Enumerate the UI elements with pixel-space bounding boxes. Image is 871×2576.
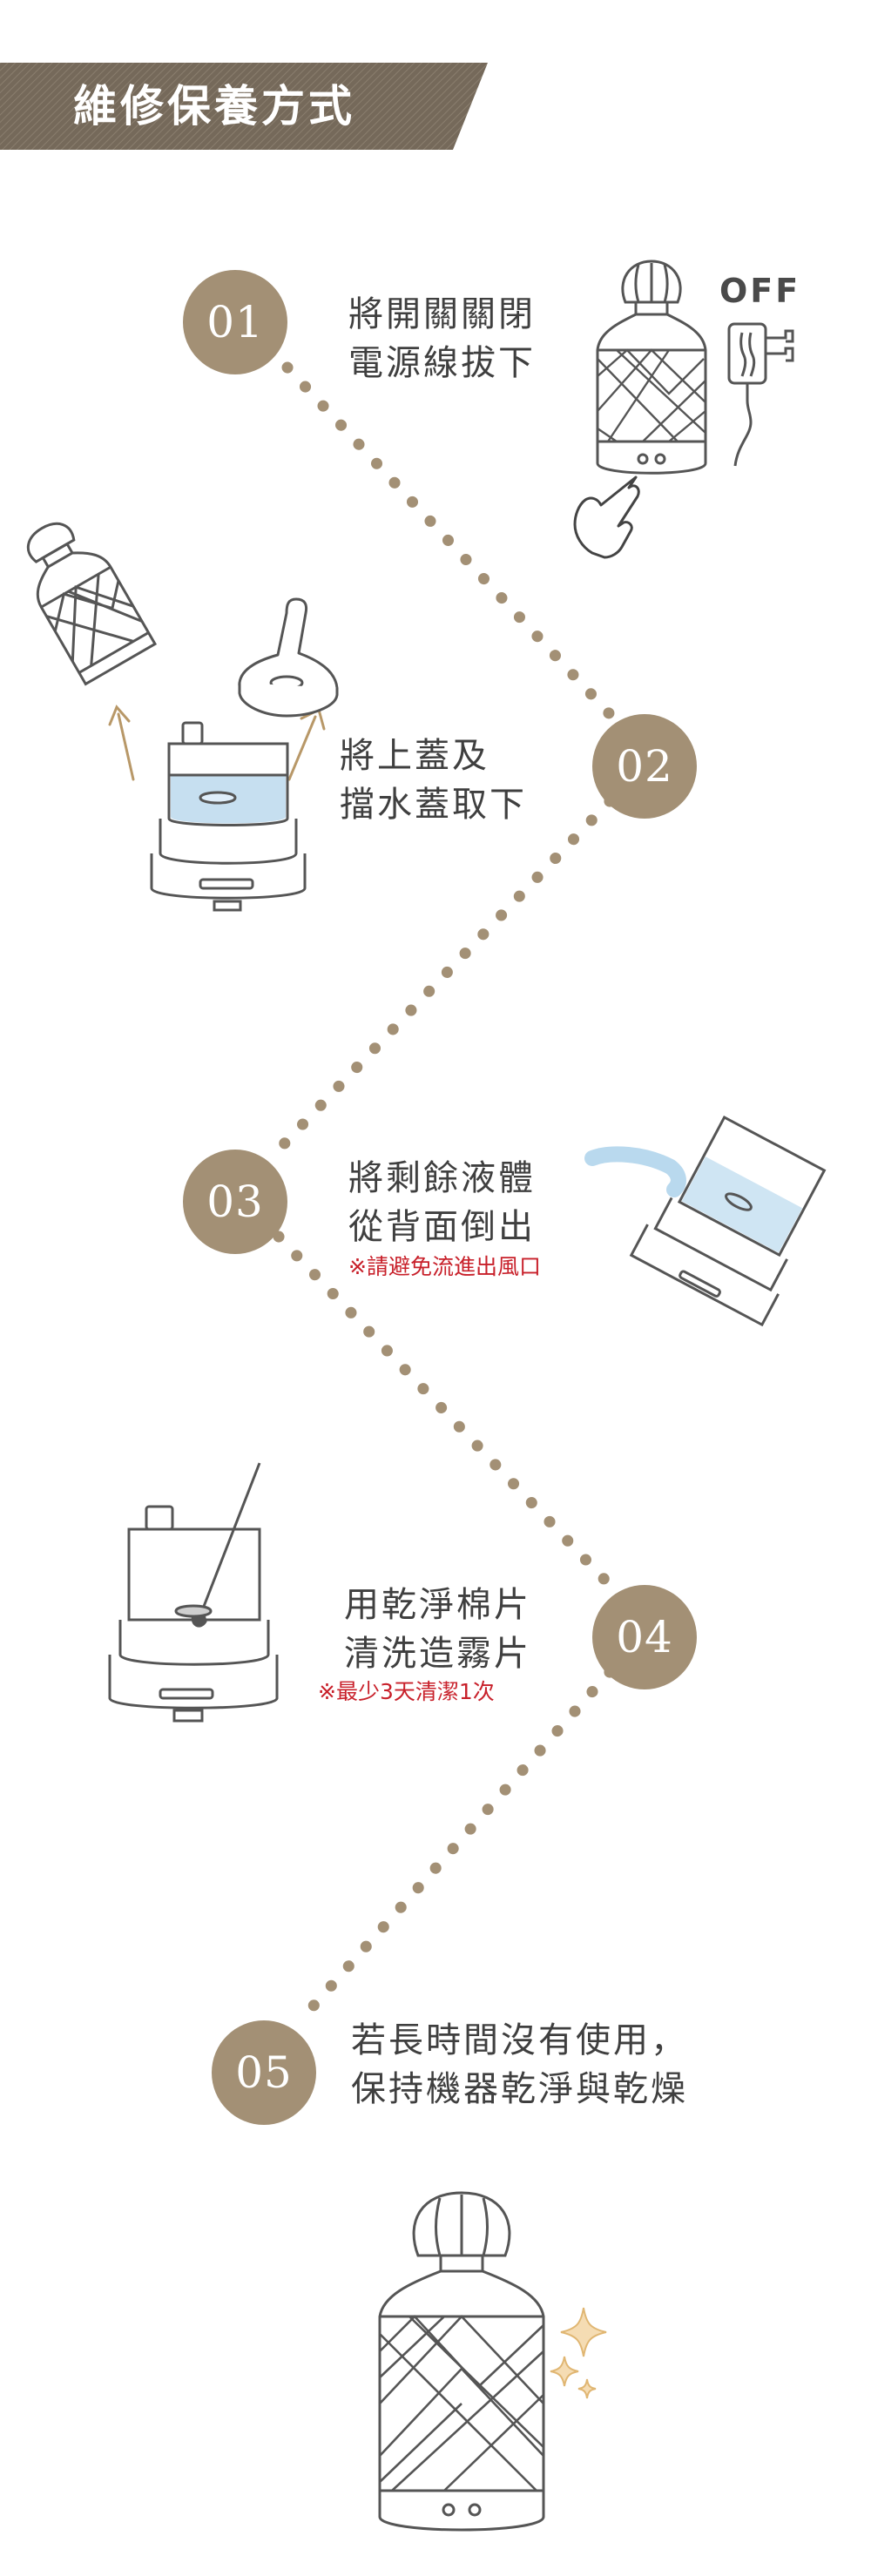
step-01-line-1: 將開關關閉 (348, 294, 536, 334)
sparkle-icon (550, 2307, 607, 2399)
step-02-text: 將上蓋及 擋水蓋取下 (340, 732, 527, 829)
diffuser-icon (378, 2191, 545, 2532)
step-number-04: 04 (592, 1585, 697, 1689)
arrow-up-icon (108, 705, 135, 781)
step-number-05: 05 (212, 2020, 316, 2125)
step-number-02: 02 (592, 714, 697, 819)
step-05-text: 若長時間沒有使用， 保持機器乾淨與乾燥 (351, 2016, 688, 2114)
step-04-note: ※最少3天清潔1次 (318, 1679, 495, 1704)
pour-water-icon (584, 1115, 827, 1327)
step-02-line-2: 擋水蓋取下 (340, 785, 527, 825)
hand-pointer-icon (573, 475, 640, 559)
cotton-swab-icon (108, 1462, 279, 1723)
step-04-line-2: 清洗造霧片 (344, 1634, 531, 1674)
step-05-line-1: 若長時間沒有使用， (351, 2020, 688, 2060)
step-04-text: 用乾淨棉片 清洗造霧片 (344, 1581, 531, 1678)
power-plug-icon (727, 322, 794, 467)
step-05-line-2: 保持機器乾淨與乾燥 (351, 2069, 688, 2109)
water-cover-icon (238, 597, 339, 718)
step-number-03: 03 (183, 1150, 287, 1254)
header-banner: 維修保養方式 (0, 63, 488, 150)
diffuser-cover-tilted-icon (26, 522, 158, 686)
step-04-line-1: 用乾淨棉片 (344, 1585, 531, 1625)
step-03-line-2: 從背面倒出 (348, 1207, 536, 1247)
step-03-line-1: 將剩餘液體 (348, 1158, 536, 1198)
step-number-01: 01 (183, 270, 287, 374)
off-label: OFF (719, 272, 801, 310)
step-01-text: 將開關關閉 電源線拔下 (348, 290, 536, 388)
step-02-line-1: 將上蓋及 (340, 736, 490, 776)
header-banner-shape (0, 63, 488, 150)
step-01-line-2: 電源線拔下 (348, 343, 536, 383)
diffuser-icon (596, 260, 707, 475)
step-03-note: ※請避免流進出風口 (348, 1254, 541, 1279)
page-title: 維修保養方式 (73, 81, 355, 131)
step-03-text: 將剩餘液體 從背面倒出 (348, 1154, 536, 1251)
water-tank-icon (150, 721, 307, 912)
